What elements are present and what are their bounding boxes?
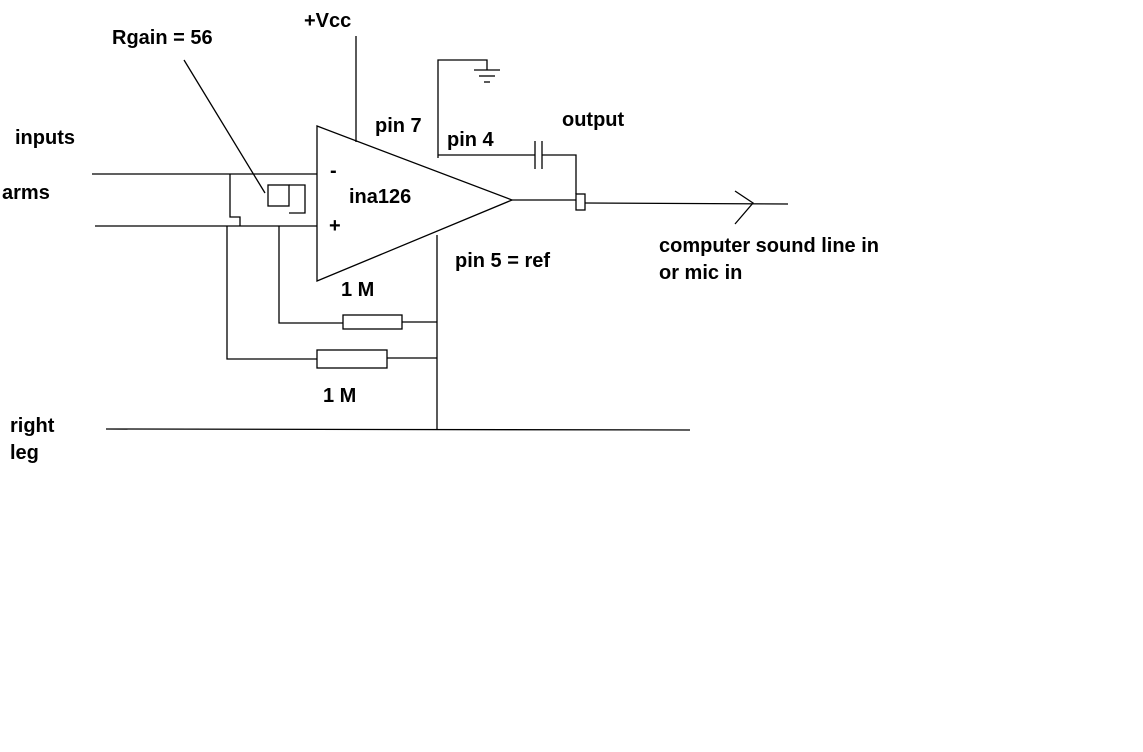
rgain-resistor: [267, 184, 290, 207]
right-leg-wire: [105, 428, 691, 431]
ground-icon: [474, 69, 500, 83]
resistor-lower-label: 1 M: [323, 385, 357, 407]
capacitor: [534, 141, 543, 169]
pin4-label: pin 4: [447, 129, 494, 151]
vcc-label: +Vcc: [304, 10, 352, 32]
capacitor-lead-right: [542, 154, 577, 194]
ground-wire: [437, 59, 488, 158]
right-leg-label-line2: leg: [10, 442, 39, 464]
opamp-triangle: [316, 125, 514, 282]
pin7-label: pin 7: [375, 115, 422, 137]
resistor-upper-label: 1 M: [341, 279, 375, 301]
resistor-lower: [316, 349, 388, 369]
bias-wire-outer: [226, 226, 317, 360]
noninverting-input-sign: +: [329, 215, 341, 237]
inputs-label: inputs: [15, 127, 75, 149]
output-connector: [575, 193, 586, 211]
rgain-lead: [289, 184, 306, 214]
resistor-upper: [342, 314, 403, 330]
destination-label-line2: or mic in: [659, 262, 743, 284]
output-label: output: [562, 109, 625, 131]
arms-label: arms: [2, 182, 50, 204]
chip-label: ina126: [349, 186, 412, 208]
output-arrowhead: [734, 190, 754, 225]
output-line: [584, 202, 789, 205]
bias-wire-inner: [278, 226, 343, 324]
pin5-label: pin 5 = ref: [455, 250, 551, 272]
rgain-pointer: [183, 59, 266, 194]
right-leg-label-line1: right: [10, 415, 55, 437]
rgain-label: Rgain = 56: [112, 27, 213, 49]
bias-wire-left: [229, 174, 241, 226]
inverting-input-sign: -: [330, 160, 337, 182]
destination-label-line1: computer sound line in: [659, 235, 880, 257]
